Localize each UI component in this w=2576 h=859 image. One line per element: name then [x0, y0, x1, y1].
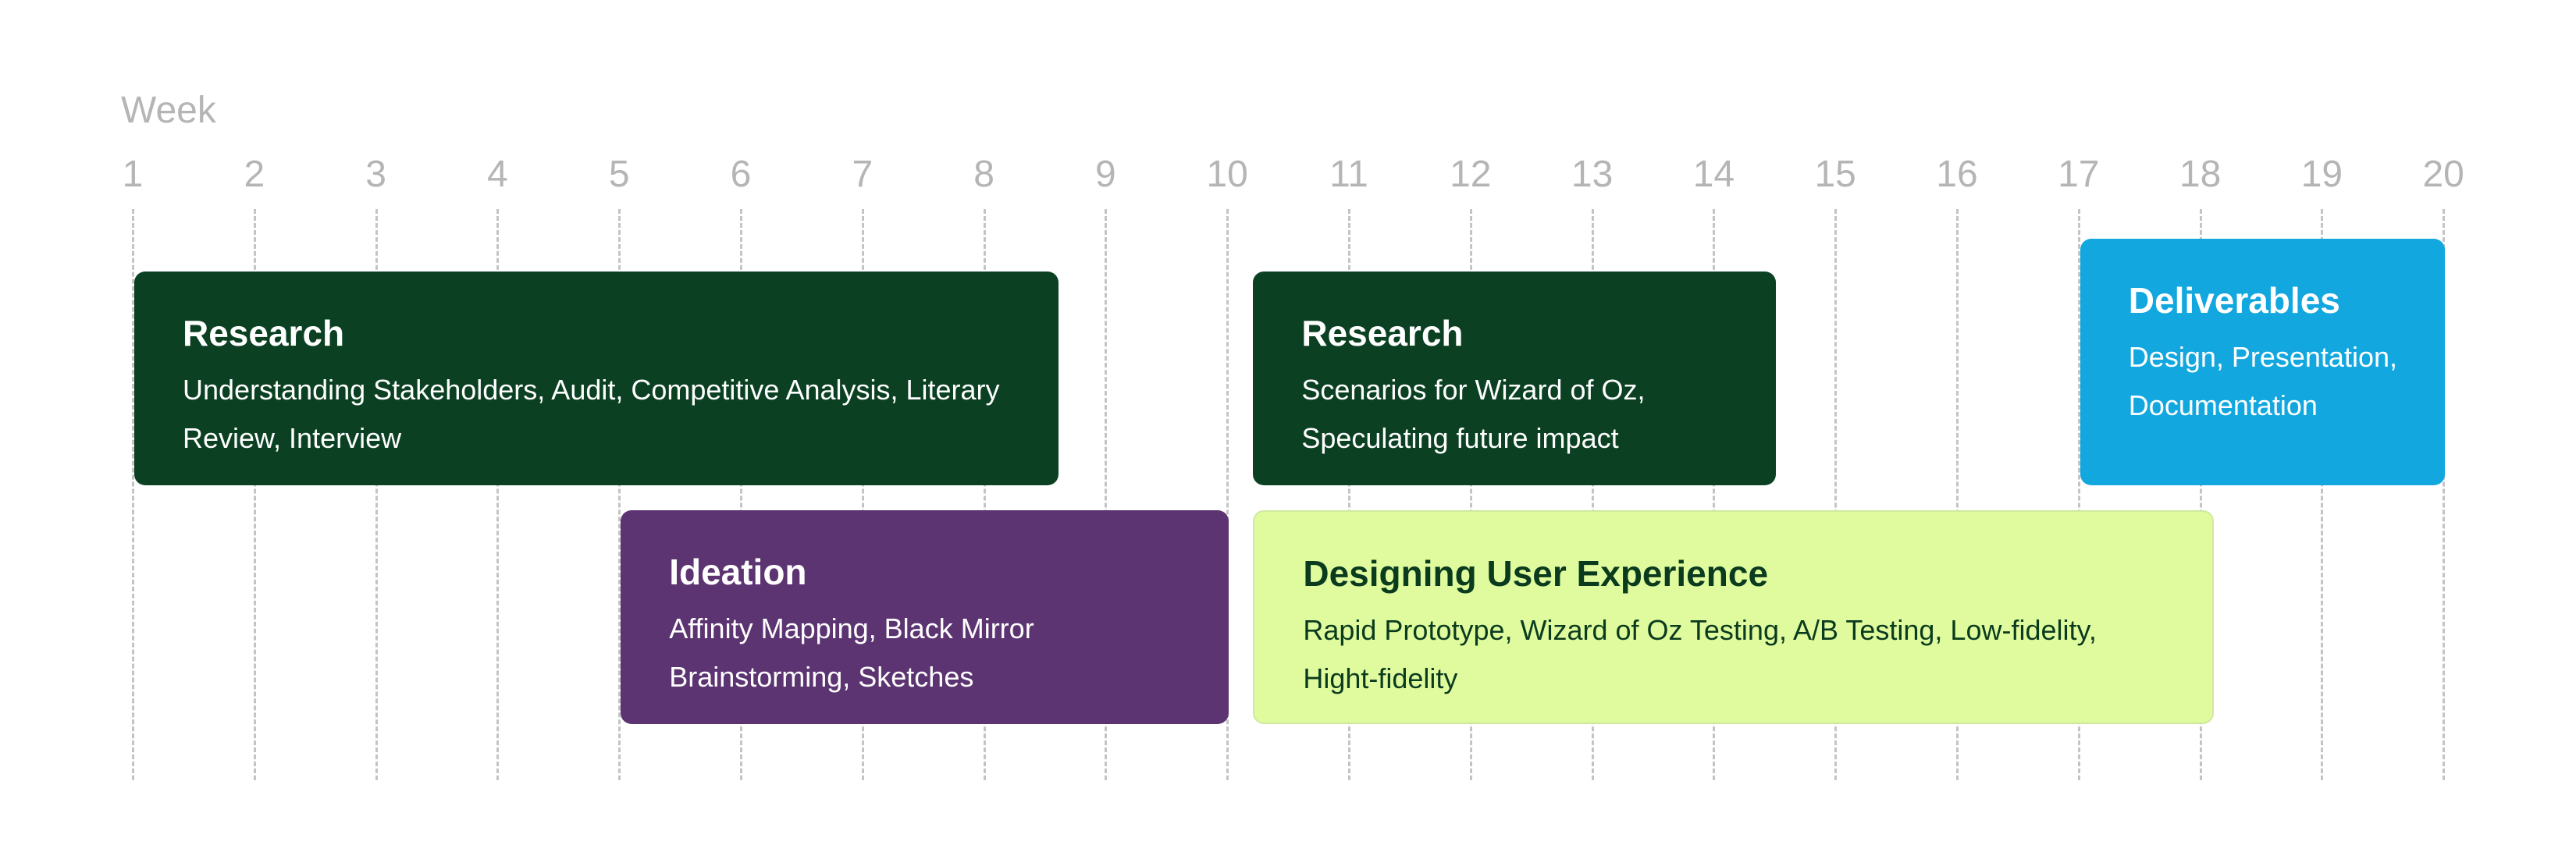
axis-label-week: Week: [121, 90, 216, 131]
week-tick-label: 1: [122, 154, 144, 195]
week-grid-line: [2321, 209, 2324, 780]
week-tick-label: 11: [1329, 154, 1368, 195]
week-grid-line: [861, 209, 864, 780]
week-tick-label: 6: [730, 154, 752, 195]
week-tick-label: 3: [365, 154, 386, 195]
task-description: Affinity Mapping, Black Mirror Brainstor…: [669, 612, 1034, 694]
week-grid-line: [983, 209, 986, 780]
week-tick-label: 20: [2422, 154, 2464, 195]
week-tick-label: 2: [244, 154, 265, 195]
week-grid-line: [1226, 209, 1229, 780]
week-grid-line: [1834, 209, 1838, 780]
week-tick-label: 18: [2179, 154, 2222, 195]
week-grid-line: [740, 209, 742, 780]
week-grid-line: [132, 209, 134, 780]
task-title: Research: [183, 313, 345, 353]
task-title: Research: [1301, 313, 1464, 353]
week-tick-label: 5: [608, 154, 630, 195]
week-tick-label: 9: [1095, 154, 1116, 195]
week-tick-label: 8: [973, 154, 994, 195]
week-grid-line: [2199, 209, 2202, 780]
week-grid-line: [2077, 209, 2080, 780]
week-grid-line: [1956, 209, 1959, 780]
week-tick-label: 15: [1814, 154, 1856, 195]
week-grid-line: [618, 209, 621, 780]
week-grid-line: [1713, 209, 1716, 780]
week-tick-label: 19: [2300, 154, 2343, 195]
week-grid-line: [496, 209, 500, 780]
week-tick-label: 4: [487, 154, 508, 195]
task-description: Design, Presentation, Documentation: [2128, 341, 2397, 422]
week-grid-line: [1469, 209, 1472, 780]
week-tick-label: 14: [1692, 154, 1735, 195]
week-grid-line: [253, 209, 256, 780]
week-tick-label: 16: [1936, 154, 1978, 195]
week-grid-line: [1105, 209, 1108, 780]
task-description: Understanding Stakeholders, Audit, Compe…: [183, 374, 1000, 455]
week-tick-label: 7: [852, 154, 873, 195]
week-tick-label: 12: [1450, 154, 1492, 195]
week-tick-label: 13: [1571, 154, 1614, 195]
task-description: Scenarios for Wizard of Oz, Speculating …: [1301, 374, 1646, 455]
task-title: Deliverables: [2128, 280, 2340, 321]
task-description: Rapid Prototype, Wizard of Oz Testing, A…: [1303, 614, 2097, 695]
week-grid-line: [375, 209, 378, 780]
week-grid-line: [2443, 209, 2446, 780]
week-tick-label: 17: [2058, 154, 2100, 195]
week-grid-line: [1591, 209, 1594, 780]
week-grid-line: [1348, 209, 1350, 780]
task-title: Designing User Experience: [1303, 553, 1769, 594]
week-tick-label: 10: [1206, 154, 1248, 195]
task-title: Ideation: [669, 552, 807, 592]
